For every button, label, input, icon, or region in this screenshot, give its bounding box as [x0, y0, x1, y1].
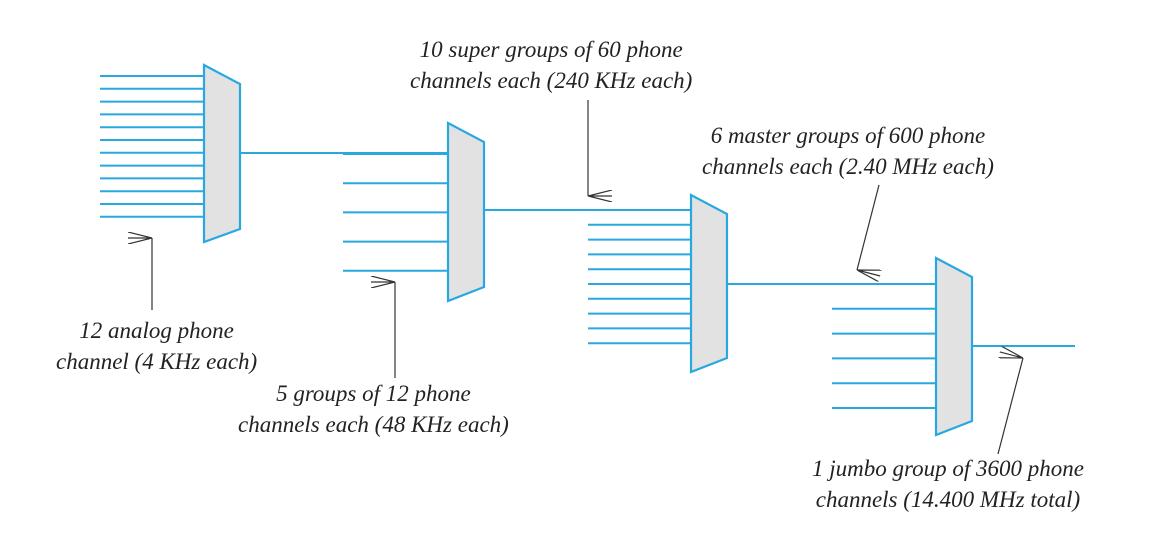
- caption-master-groups: 6 master groups of 600 phone channels ea…: [702, 120, 994, 182]
- mux-2: [446, 121, 486, 303]
- caption-jumbo-line-1: 1 jumbo group of 3600 phone: [812, 456, 1084, 481]
- caption-super-line-2: channels each (240 KHz each): [410, 68, 693, 93]
- master-caption-arrow: [856, 184, 879, 270]
- multiplexers: [202, 63, 974, 437]
- caption-master-line-2: channels each (2.40 MHz each): [702, 154, 994, 179]
- caption-super-line-1: 10 super groups of 60 phone: [419, 37, 683, 62]
- caption-groups-line-1: 5 groups of 12 phone: [276, 381, 471, 406]
- mux-3: [689, 193, 729, 374]
- mux-1: [202, 63, 242, 244]
- caption-jumbo-line-2: channels (14.400 MHz total): [815, 487, 1081, 512]
- caption-analog-line-1: 12 analog phone: [79, 318, 234, 343]
- caption-arrows: [152, 100, 1024, 455]
- caption-jumbo-group: 1 jumbo group of 3600 phone channels (14…: [812, 453, 1084, 515]
- jumbo-caption-arrow: [997, 358, 1024, 455]
- mux-4: [934, 256, 974, 437]
- caption-analog-line-2: channel (4 KHz each): [56, 349, 258, 374]
- caption-groups-line-2: channels each (48 KHz each): [238, 412, 509, 437]
- caption-groups: 5 groups of 12 phone channels each (48 K…: [238, 378, 509, 440]
- caption-master-line-1: 6 master groups of 600 phone: [710, 123, 986, 148]
- channel-lines: [100, 75, 1075, 409]
- caption-super-groups: 10 super groups of 60 phone channels eac…: [410, 34, 692, 96]
- caption-analog-channels: 12 analog phone channel (4 KHz each): [56, 315, 257, 377]
